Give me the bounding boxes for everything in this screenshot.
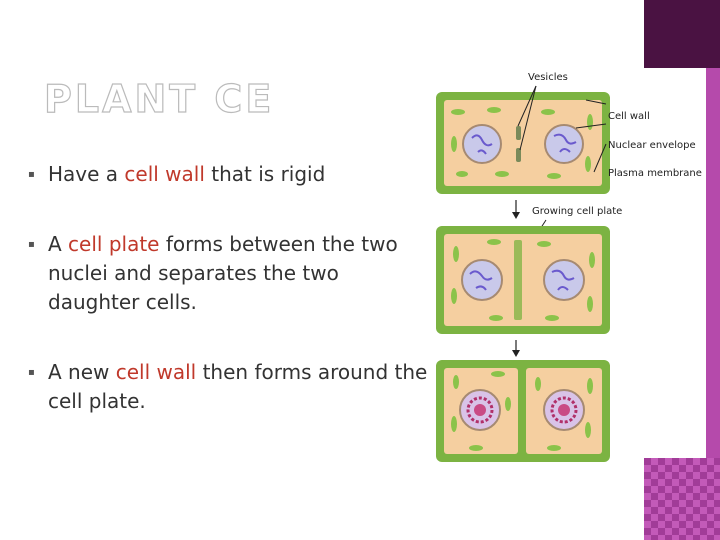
label-vesicles: Vesicles (528, 72, 568, 83)
decorative-white-band (644, 68, 706, 458)
chloroplast (585, 422, 591, 438)
chloroplast (469, 445, 483, 451)
vesicle (516, 148, 521, 162)
cytoplasm-stage-1 (444, 100, 602, 186)
bullet-marker: ▪ (28, 169, 35, 180)
bullet-item-3: ▪ A new cell wall then forms around the … (28, 358, 428, 416)
chloroplast (491, 371, 505, 377)
stage-3-cells (436, 360, 610, 462)
chloroplast (451, 109, 465, 115)
leader-line (575, 123, 607, 129)
leader-line (519, 85, 537, 151)
slide-title-text: PLANT CELL (44, 77, 274, 120)
chloroplast (585, 156, 591, 172)
bullet-item-1: ▪ Have a cell wall that is rigid (28, 160, 428, 189)
bullet-item-2: ▪ A cell plate forms between the two nuc… (28, 230, 428, 317)
chloroplast (587, 296, 593, 312)
chloroplast (535, 377, 541, 391)
slide-title-svg: PLANT CELL (43, 76, 326, 121)
bullet-text: A cell plate forms between the two nucle… (48, 230, 428, 317)
chloroplast (489, 315, 503, 321)
decorative-edge (706, 68, 720, 458)
chloroplast (487, 239, 501, 245)
chromatin (474, 404, 486, 416)
chloroplast (537, 241, 551, 247)
leader-line (585, 99, 607, 105)
leader-line (593, 143, 607, 173)
chloroplast (589, 252, 595, 268)
chromosomes (469, 270, 493, 291)
stage-1-cells (436, 92, 610, 194)
bullet-text: A new cell wall then forms around the ce… (48, 358, 428, 416)
bullet-text-before: Have a (48, 162, 125, 186)
label-cell-wall: Cell wall (608, 111, 650, 122)
bullet-text-after: then forms around the cell plate. (48, 360, 428, 413)
chloroplast (505, 397, 511, 411)
chloroplast (587, 378, 593, 394)
nucleus-right (544, 124, 584, 164)
label-growing-cell-plate: Growing cell plate (532, 206, 622, 217)
bullet-marker: ▪ (28, 239, 35, 250)
chloroplast (456, 171, 468, 177)
bullet-highlight: cell wall (115, 360, 197, 384)
chloroplast (547, 173, 561, 179)
nucleus-left (462, 124, 502, 164)
chromatin (466, 396, 494, 424)
bullet-highlight: cell plate (68, 232, 160, 256)
bullet-marker: ▪ (28, 367, 35, 378)
chloroplast (487, 107, 501, 113)
leader-line (517, 85, 537, 127)
slide-title: PLANT CELL (43, 76, 326, 124)
nucleus-right (543, 259, 585, 301)
growing-cell-plate (514, 240, 522, 320)
arrow-head (512, 350, 520, 357)
stage-2-cells (436, 226, 610, 334)
bullet-text-before: A (48, 232, 69, 256)
arrow-head (512, 212, 520, 219)
label-plasma-membrane: Plasma membrane (608, 168, 702, 179)
cell-division-diagram: Vesicles Cell wall Nuclear envelope Plas… (420, 64, 710, 468)
vesicle (516, 126, 521, 140)
chromosomes (551, 269, 575, 291)
cytoplasm-stage-2 (444, 234, 602, 326)
chloroplast (451, 288, 457, 304)
chloroplast (453, 375, 459, 389)
nucleus-left (461, 259, 503, 301)
chromatin (550, 396, 578, 424)
bullet-text-after: forms between the two nuclei and separat… (48, 232, 398, 314)
chloroplast (451, 136, 457, 152)
bullet-text: Have a cell wall that is rigid (48, 160, 428, 189)
chloroplast (495, 171, 509, 177)
chloroplast (587, 114, 593, 130)
bullet-text-after: that is rigid (204, 162, 326, 186)
decorative-tile-pattern (644, 458, 720, 540)
decorative-side-strip (644, 0, 720, 540)
label-nuclear-envelope: Nuclear envelope (608, 140, 696, 151)
chromosomes (471, 134, 493, 155)
chloroplast (545, 315, 559, 321)
cell-division-svg: Vesicles Cell wall Nuclear envelope Plas… (436, 72, 702, 462)
chloroplast (541, 109, 555, 115)
chromatin (558, 404, 570, 416)
bullet-text-before: A new (48, 360, 116, 384)
chloroplast (451, 416, 457, 432)
chromosomes (553, 133, 577, 153)
bullet-highlight: cell wall (124, 162, 205, 186)
chloroplast (547, 445, 561, 451)
decorative-dark-band (644, 0, 720, 68)
chloroplast (453, 246, 459, 262)
